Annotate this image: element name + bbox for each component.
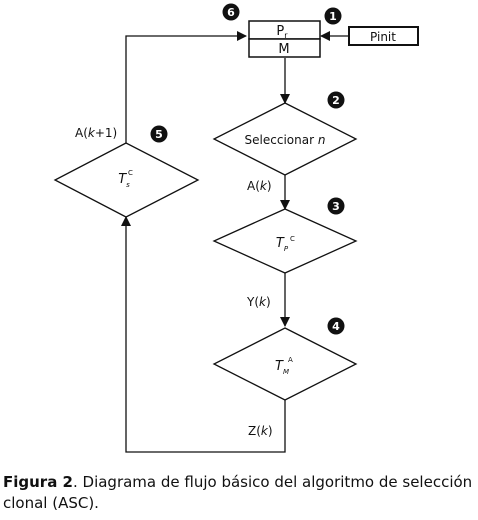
connector-ts-to-pr (125, 31, 247, 143)
step-badge-2: 2 (327, 91, 345, 109)
ts-label: Ts (118, 172, 130, 189)
tm-diamond (212, 327, 358, 401)
m-box (248, 38, 321, 58)
tp-label: TP (276, 236, 289, 253)
svg-text:2: 2 (332, 94, 340, 107)
edge-label-z-k: Z(k) (248, 424, 273, 438)
tp-sup: C (290, 235, 295, 243)
svg-text:3: 3 (332, 200, 340, 213)
svg-text:4: 4 (332, 320, 340, 333)
select-diamond (212, 102, 358, 176)
svg-text:1: 1 (329, 10, 337, 23)
m-label: M (278, 42, 289, 57)
svg-text:5: 5 (155, 128, 163, 141)
svg-text:6: 6 (227, 6, 235, 19)
caption-text: . Diagrama de flujo básico del algoritmo… (3, 473, 473, 512)
step-badge-4: 4 (327, 317, 345, 335)
step-badge-3: 3 (327, 197, 345, 215)
figure-caption: Figura 2. Diagrama de flujo básico del a… (3, 472, 473, 514)
step-badge-1: 1 (324, 7, 342, 25)
tp-diamond (212, 208, 358, 274)
ts-diamond (53, 142, 200, 218)
ts-sup: C (128, 169, 133, 177)
caption-label: Figura 2 (3, 473, 73, 491)
edge-label-a-k: A(k) (247, 179, 272, 193)
edge-label-a-k1: A(k+1) (75, 126, 117, 140)
flowchart: Pr M Pinit Seleccionar n TP C TM A Ts C … (53, 3, 419, 453)
tm-sup: A (288, 356, 293, 364)
tm-label: TM (275, 359, 289, 376)
step-badge-6: 6 (222, 3, 240, 21)
edge-label-y-k: Y(k) (246, 295, 271, 309)
pr-label: Pr (276, 24, 288, 40)
select-label: Seleccionar n (245, 133, 326, 147)
pinit-box (348, 26, 419, 46)
step-badge-5: 5 (150, 125, 168, 143)
connector-tm-to-ts (121, 216, 286, 453)
pinit-label: Pinit (370, 30, 396, 44)
